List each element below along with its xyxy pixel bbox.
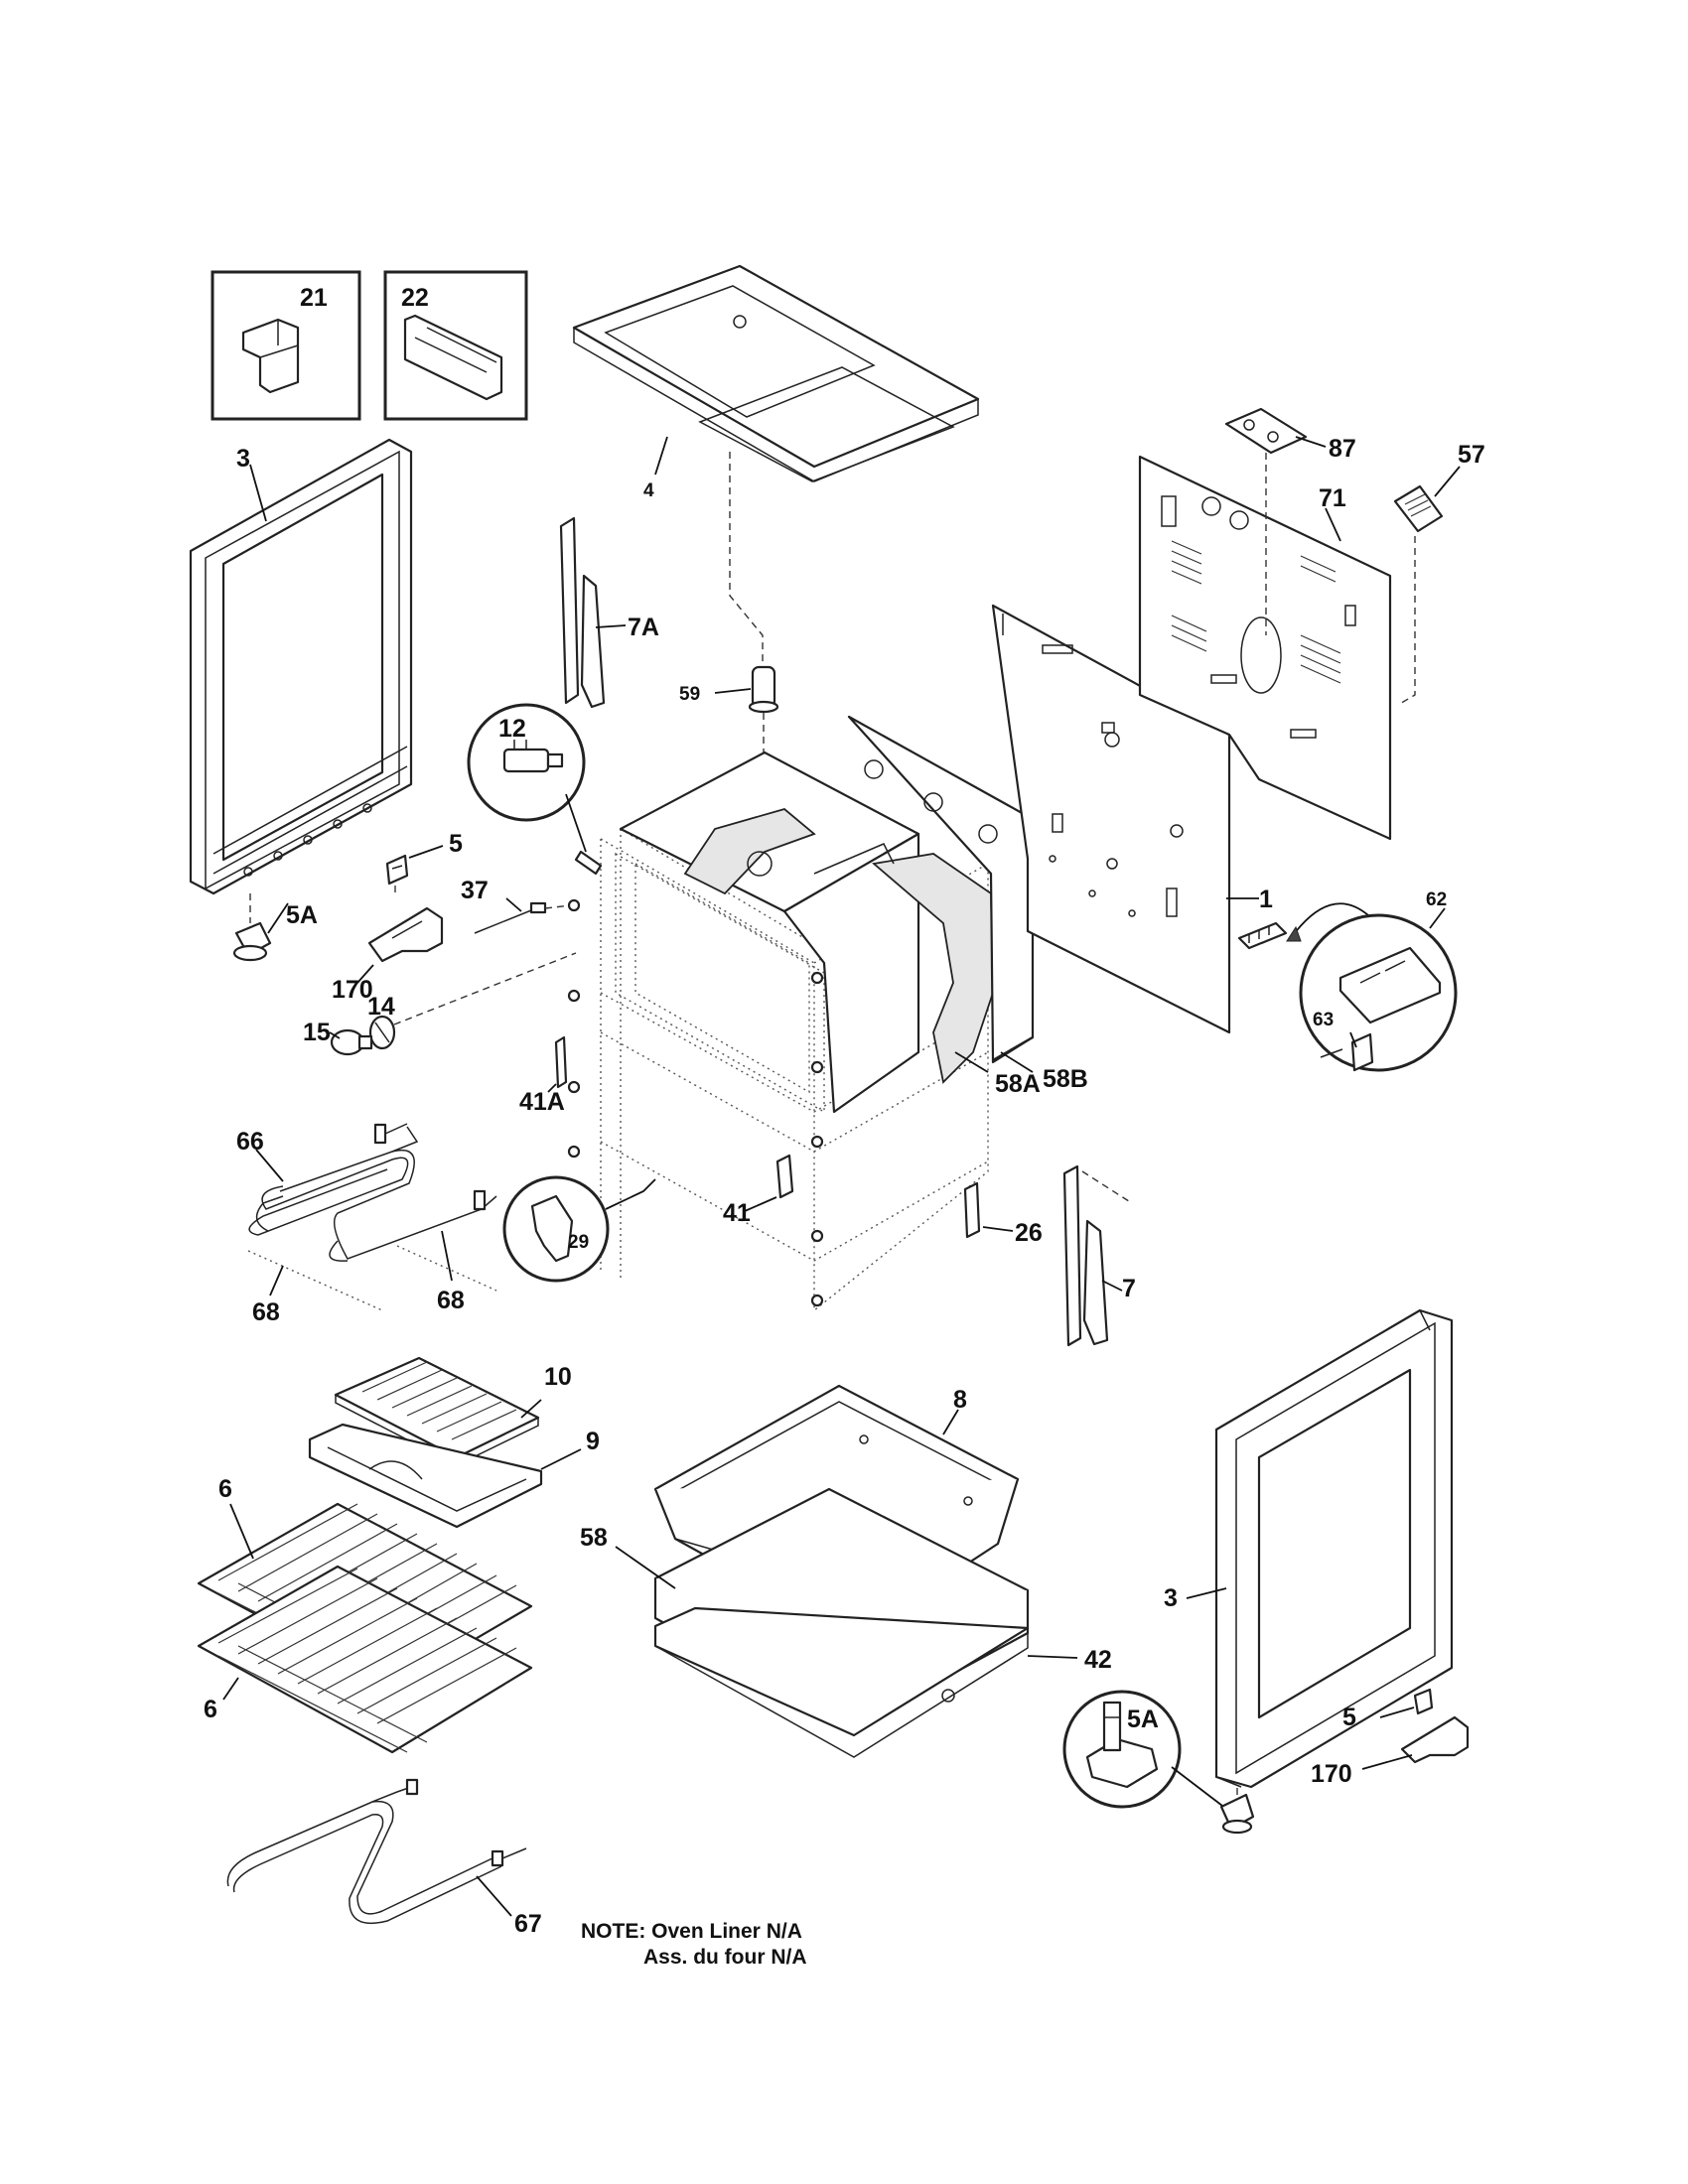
- callout-3-right: 3: [1164, 1584, 1178, 1612]
- callout-71: 71: [1319, 484, 1346, 512]
- part-anti-tip-bracket-170: [367, 906, 444, 963]
- part-bracket-41: [775, 1154, 794, 1199]
- callout-67: 67: [514, 1910, 542, 1938]
- inset-part-62: [1299, 913, 1458, 1072]
- part-oven-rack-lower: [197, 1565, 533, 1754]
- callout-170-right: 170: [1311, 1760, 1352, 1788]
- part-leg-leveler-5: [385, 854, 409, 886]
- inset-part-22: [383, 270, 528, 421]
- callout-26: 26: [1015, 1219, 1043, 1247]
- part-oven-door-left: [189, 438, 413, 895]
- callout-59: 59: [679, 684, 700, 705]
- part-bake-element-67: [226, 1778, 527, 1925]
- callout-5-left: 5: [449, 830, 463, 858]
- part-light-bulb-15: [330, 1028, 373, 1056]
- part-terminal-block: [1237, 921, 1288, 950]
- callout-5-right: 5: [1342, 1704, 1356, 1731]
- callout-14: 14: [367, 993, 395, 1021]
- callout-10: 10: [544, 1363, 572, 1391]
- callout-58A: 58A: [995, 1070, 1041, 1098]
- part-screws: [567, 898, 824, 1307]
- part-hinge-26: [963, 1181, 981, 1239]
- part-hinge-7: [1062, 1164, 1109, 1347]
- part-drawer-panel-42: [653, 1606, 1030, 1758]
- callout-1: 1: [1259, 886, 1273, 913]
- callout-68-right: 68: [437, 1287, 465, 1314]
- callout-6-lower: 6: [204, 1696, 217, 1723]
- callout-57: 57: [1458, 441, 1485, 469]
- part-oven-cavity-frame: [600, 828, 989, 1311]
- callout-22: 22: [401, 284, 429, 312]
- part-gasket-87: [1224, 407, 1308, 455]
- callout-41: 41: [723, 1199, 751, 1227]
- part-hinge-receiver-7a: [559, 516, 606, 709]
- inset-part-21: [211, 270, 361, 421]
- callout-63: 63: [1313, 1010, 1334, 1030]
- inset-part-5a-right: [1062, 1690, 1182, 1809]
- part-top-panel: [572, 264, 980, 482]
- part-bracket-41a: [554, 1035, 568, 1089]
- callout-41A: 41A: [519, 1088, 565, 1116]
- callout-12: 12: [498, 715, 526, 743]
- inset-part-29: [502, 1175, 610, 1283]
- part-anti-tip-bracket-170-right: [1400, 1715, 1470, 1764]
- callout-5A-right: 5A: [1127, 1706, 1159, 1733]
- callout-21: 21: [300, 284, 328, 312]
- callout-29: 29: [568, 1232, 589, 1253]
- callout-6-upper: 6: [218, 1475, 232, 1503]
- callout-37: 37: [461, 877, 489, 904]
- part-59-spacer: [748, 665, 779, 714]
- part-sensor-37: [474, 901, 547, 934]
- part-cover-57: [1393, 484, 1444, 533]
- callout-66: 66: [236, 1128, 264, 1156]
- callout-4: 4: [643, 480, 654, 501]
- part-light-socket-14: [368, 1015, 396, 1050]
- part-broil-pan-9: [308, 1423, 543, 1529]
- callout-58B: 58B: [1043, 1065, 1088, 1093]
- part-leveling-leg-5a: [232, 921, 272, 962]
- callout-5A-left: 5A: [286, 901, 318, 929]
- callout-15: 15: [303, 1019, 331, 1046]
- callout-3-left: 3: [236, 445, 250, 473]
- callout-68-left: 68: [252, 1298, 280, 1326]
- note-line-2: Ass. du four N/A: [643, 1946, 807, 1969]
- callout-87: 87: [1329, 435, 1356, 463]
- note-line-1: NOTE: Oven Liner N/A: [581, 1920, 802, 1943]
- part-insulation-58b: [847, 715, 1035, 1064]
- callout-7: 7: [1122, 1275, 1136, 1302]
- inset-part-12: [467, 703, 586, 822]
- callout-62: 62: [1426, 889, 1447, 910]
- callout-7A: 7A: [628, 614, 659, 641]
- part-rear-cover-71: [1138, 455, 1392, 841]
- callout-58: 58: [580, 1524, 608, 1552]
- part-oven-body: [619, 751, 994, 1114]
- part-broil-element-66: [248, 1123, 497, 1262]
- part-oven-door-right: [1214, 1308, 1454, 1789]
- part-leg-leveler-5-right: [1413, 1688, 1434, 1715]
- callout-9: 9: [586, 1428, 600, 1455]
- part-leveling-leg-5a-right: [1219, 1793, 1255, 1835]
- callout-170-left: 170: [332, 976, 373, 1004]
- callout-42: 42: [1084, 1646, 1112, 1674]
- callout-8: 8: [953, 1386, 967, 1414]
